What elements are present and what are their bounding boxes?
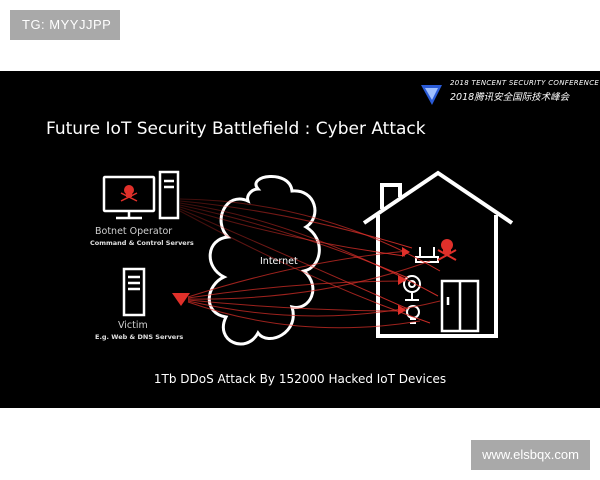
fridge-icon — [440, 279, 480, 333]
ddos-arrow — [187, 300, 441, 317]
conference-name-cn: 2018腾讯安全国际技术峰会 — [450, 92, 570, 103]
camera-arrowhead-icon — [398, 275, 406, 285]
botnet-label: Botnet Operator — [95, 226, 173, 237]
slide-caption: 1Tb DDoS Attack By 152000 Hacked IoT Dev… — [153, 372, 447, 386]
ddos-arrow — [187, 301, 421, 329]
botnet-sublabel: Command & Control Servers — [90, 239, 194, 247]
slide-title: Future IoT Security Battlefield : Cyber … — [46, 119, 426, 139]
victim-server-icon — [122, 267, 146, 317]
ddos-arrow — [187, 280, 407, 299]
victim-sublabel: E.g. Web & DNS Servers — [95, 333, 184, 341]
ddos-arrow — [187, 250, 409, 298]
command-arrow — [179, 208, 409, 310]
botnet-computer-icon — [102, 170, 180, 220]
lightbulb-icon — [406, 305, 420, 324]
victim-label: Victim — [118, 320, 148, 331]
router-arrowhead-icon — [402, 247, 410, 257]
command-arrow — [179, 198, 441, 272]
botnet-skull-icon — [120, 185, 138, 202]
watermark-top: TG: MYYJJPP — [10, 10, 120, 40]
conference-name-en: 2018 TENCENT SECURITY CONFERENCE — [450, 79, 600, 87]
conference-branding: 2018 TENCENT SECURITY CONFERENCE 2018腾讯安… — [450, 79, 599, 103]
watermark-bottom: www.elsbqx.com — [471, 440, 590, 470]
internet-label: Internet — [260, 256, 298, 267]
command-arrow — [179, 202, 439, 297]
bulb-arrowhead-icon — [398, 305, 406, 315]
command-arrow — [179, 200, 413, 249]
command-arrow — [179, 206, 406, 257]
conference-logo-icon — [421, 85, 442, 105]
ddos-arrow — [187, 299, 407, 312]
victim-target-arrowhead-icon — [172, 293, 190, 306]
presentation-slide: 2018 TENCENT SECURITY CONFERENCE 2018腾讯安… — [0, 71, 600, 408]
iot-skull-icon — [437, 239, 457, 261]
attack-diagram — [102, 85, 514, 346]
attack-arrows — [179, 198, 441, 324]
house-icon — [362, 170, 514, 338]
ddos-arrow — [187, 260, 431, 300]
ddos-arrows — [187, 250, 441, 329]
